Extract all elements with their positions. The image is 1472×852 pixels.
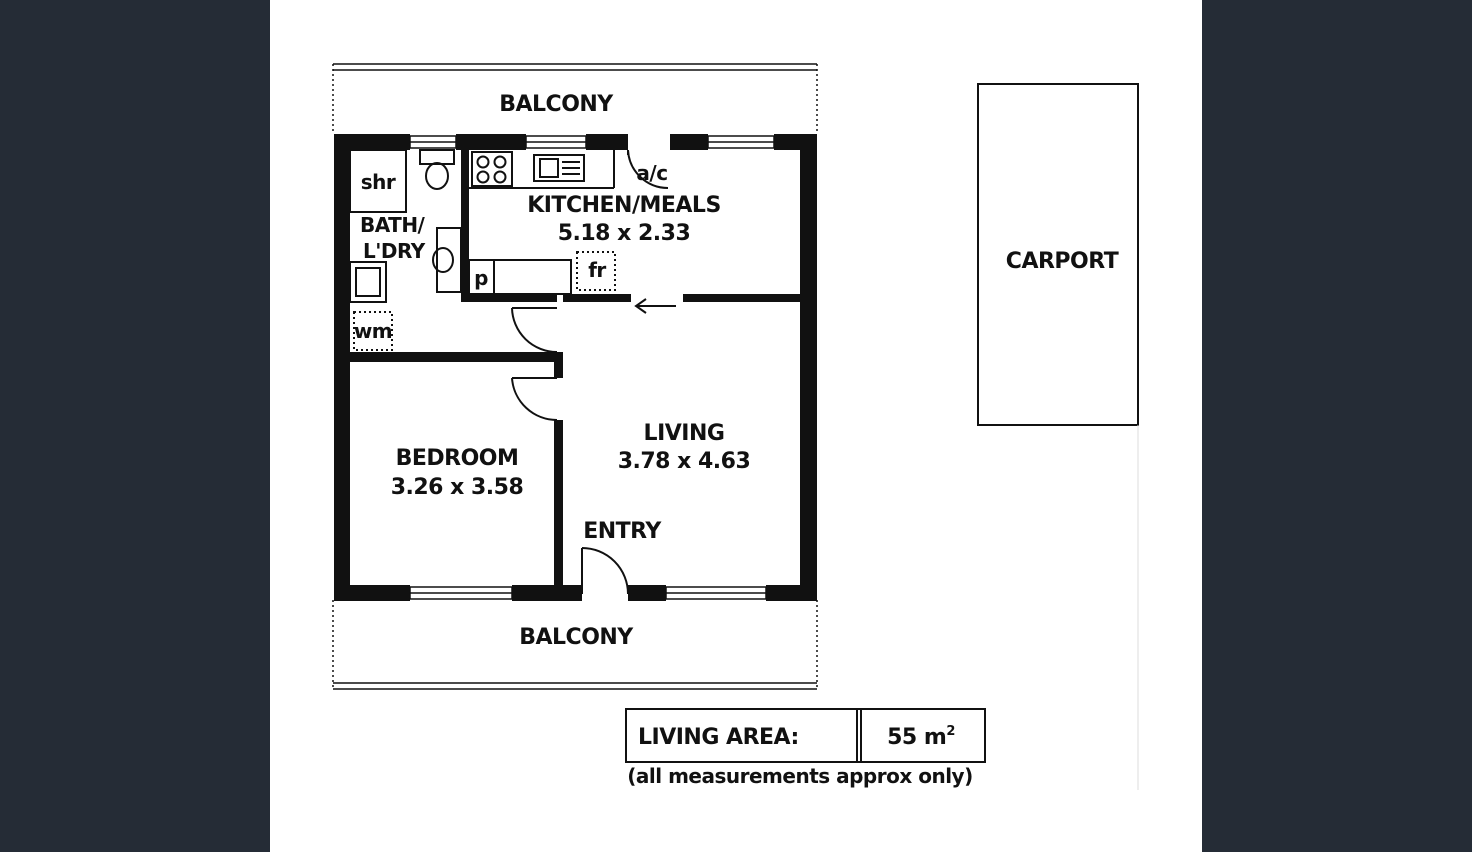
balcony-bottom [332,600,818,690]
washing-machine-label: wm [354,319,392,343]
balcony-top [332,63,818,134]
floor-plan-sheet: BALCONY BALCONY KITCHEN/MEALS 5.18 x 2.3… [270,0,1202,852]
shower-label: shr [361,170,396,194]
fridge-label: fr [588,258,606,282]
carport-label: CARPORT [1006,249,1119,274]
bathroom-fixtures [349,149,462,303]
interior-walls [350,150,800,588]
balcony-bottom-label: BALCONY [519,625,634,650]
bath-label-line2: L'DRY [363,239,426,263]
balcony-top-label: BALCONY [499,92,614,117]
washing-machine [353,311,393,351]
measurements-note: (all measurements approx only) [627,764,972,788]
bath-label-line1: BATH/ [360,213,426,237]
living-label: LIVING [644,421,725,446]
doors [511,149,669,595]
fridge [576,251,616,291]
carport [977,83,1139,426]
living-area-label: LIVING AREA: [638,725,799,750]
living-size: 3.78 x 4.63 [618,449,751,474]
kitchen-fixtures [468,150,615,295]
floor-plan: BALCONY BALCONY KITCHEN/MEALS 5.18 x 2.3… [332,63,1139,790]
aircon-label: a/c [636,161,667,185]
entry-arrow-icon [634,298,676,314]
living-area-value: 55 m2 [887,724,955,750]
living-area-table [625,708,986,763]
entry-label: ENTRY [583,519,662,544]
living-area-number: 55 m [887,725,946,750]
bedroom-size: 3.26 x 3.58 [391,475,524,500]
outer-walls [334,134,817,601]
kitchen-size: 5.18 x 2.33 [558,221,691,246]
kitchen-label: KITCHEN/MEALS [527,193,721,218]
bedroom-label: BEDROOM [396,446,519,471]
pantry-label: p [474,266,488,290]
windows [409,135,775,600]
living-area-unit-sup: 2 [946,724,955,739]
